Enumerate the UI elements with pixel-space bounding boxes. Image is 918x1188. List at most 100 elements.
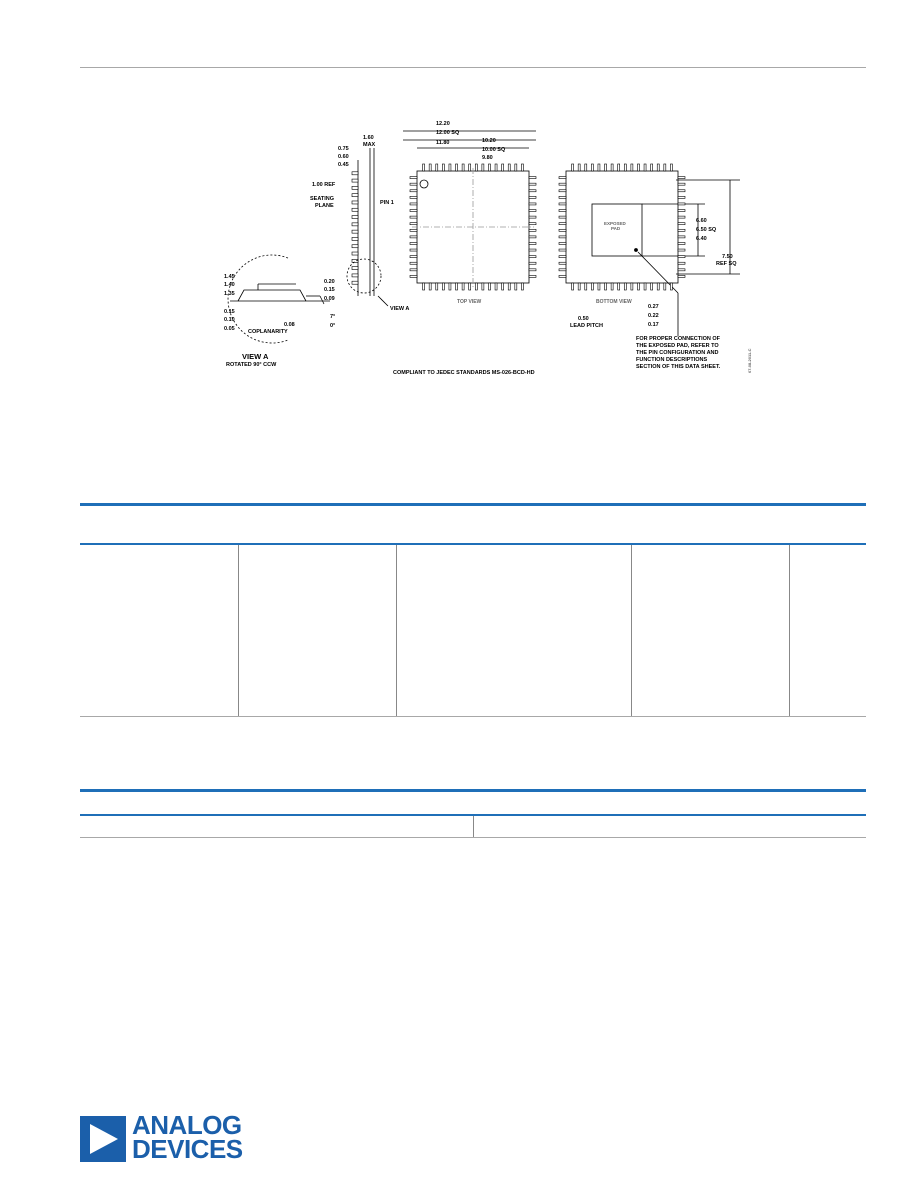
top-view-lead [501,163,504,172]
bottom-view-lead [610,163,614,172]
thickness-dim-2: 0.15 [324,287,335,293]
bottom-view-lead [677,176,686,179]
top-view-lead [514,163,518,172]
top-view-lead [409,176,418,179]
top-view-lead [528,189,537,193]
bottom-view-lead [591,282,594,291]
side-view-lead [351,259,359,263]
exposed-pad-1: EXPOSED [604,221,627,226]
top-view-lead [409,202,418,206]
height-dim-3: 1.35 [224,291,235,297]
lead-pitch-value: 0.50 [578,316,589,322]
table1-header-rule [80,543,866,545]
bottom-view-lead [650,282,653,291]
top-view-lead [442,163,445,172]
note-line-1: FOR PROPER CONNECTION OF [636,336,721,342]
top-view-lead [521,163,524,172]
top-view-lead [521,282,524,291]
top-view-lead [501,282,504,291]
top-view-lead [507,282,511,291]
top-view-lead [528,202,537,206]
side-view-lead [351,266,359,270]
angle-dim-1: 7° [330,314,335,320]
top-view-lead [528,248,537,252]
drawing-code: 07-08-2011-C [747,348,752,373]
top-view-lead [474,282,478,291]
bottom-view-lead [630,163,634,172]
table2-col-divider [473,816,474,837]
top-view-lead [528,176,537,179]
view-a-subtitle: ROTATED 90° CCW [226,362,277,368]
side-view-lead [351,244,359,249]
bottom-view-lead [677,196,686,199]
top-view-lead [528,182,537,186]
top-view-lead [528,209,537,212]
bottom-view-lead [571,163,574,172]
bottom-view-lead [677,255,686,258]
top-view-lead [409,255,418,258]
top-view-lead [507,163,511,172]
bottom-view-lead [558,189,567,193]
lead-dim-3: 0.45 [338,162,349,168]
top-view-lead [448,163,452,172]
bottom-view-lead [677,235,686,239]
bottom-view-lead [558,182,567,186]
bottom-view-lead [623,163,627,172]
top-view [403,130,537,291]
logo-line-1: ANALOG [132,1110,242,1140]
bottom-view-lead [558,196,567,199]
bottom-view [558,163,740,336]
side-view-lead [351,251,359,256]
bottom-view-lead [637,163,640,172]
standoff-dim-2: 0.10 [224,317,235,323]
table1-col-divider-2 [396,545,397,716]
seating-plane-1: SEATING [310,196,334,202]
bottom-view-lead [643,163,647,172]
side-view-lead [351,280,359,285]
view-a-callout: VIEW A [390,306,409,312]
package-outline-drawing: 1.60 MAX 0.75 0.60 0.45 1.00 REF SEATING… [224,121,752,376]
top-view-lead [409,215,418,219]
bottom-view-lead [677,209,686,212]
bottom-view-lead [637,282,640,291]
top-view-lead [514,282,518,291]
top-view-lead [435,282,439,291]
height-dim-2: 1.40 [224,282,235,288]
bottom-view-lead [677,242,686,245]
analog-devices-logo: ANALOG DEVICES [80,1110,250,1166]
top-view-lead [422,163,425,172]
bottom-view-lead [597,282,601,291]
bottom-view-lead [656,282,660,291]
top-view-lead [528,255,537,258]
bottom-view-lead [584,163,588,172]
bottom-view-lead [677,268,686,272]
ref-sq-2: REF SQ [716,261,737,267]
bottom-view-lead [677,202,686,206]
note-line-5: SECTION OF THIS DATA SHEET. [636,364,721,370]
section-rule-2 [80,789,866,792]
table1-col-divider-4 [789,545,790,716]
table1-col-divider-1 [238,545,239,716]
height-dim-1: 1.45 [224,274,235,280]
table1-col-divider-3 [631,545,632,716]
table2-bottom-rule [80,837,866,838]
inner-dim-2: 10.00 SQ [482,147,506,153]
top-view-lead [409,248,418,252]
outer-dim-3: 11.80 [436,140,449,146]
bottom-view-lead [558,248,567,252]
inner-dim-3: 9.80 [482,155,493,161]
bottom-view-lead [623,282,627,291]
coplanarity-value: 0.08 [284,322,295,328]
side-view-lead [351,171,359,176]
side-view-lead [351,229,359,234]
top-view-lead [528,215,537,219]
lead-pitch-label: LEAD PITCH [570,323,603,329]
top-view-lead [528,235,537,239]
top-view-lead [468,163,472,172]
side-view-lead [351,273,359,278]
bottom-view-lead [558,209,567,212]
bottom-view-lead [558,222,567,226]
side-view-lead [351,193,359,197]
view-a-detail [227,254,330,344]
exposed-pad-2: PAD [611,226,621,231]
